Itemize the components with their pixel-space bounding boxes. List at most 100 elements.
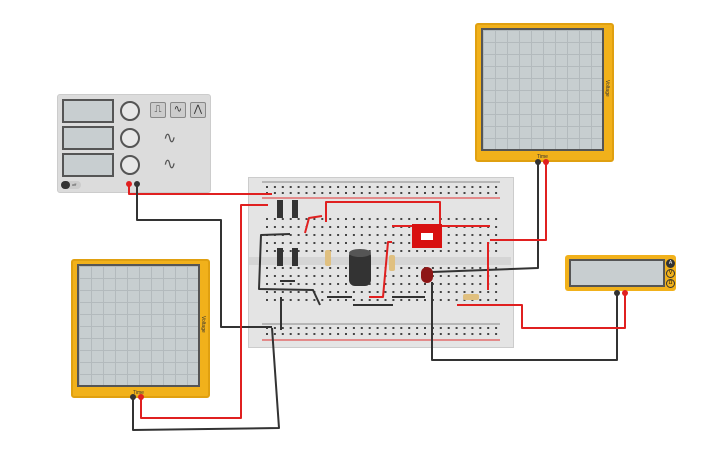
breadboard-hole	[313, 186, 316, 188]
breadboard-hole	[266, 242, 268, 244]
breadboard-hole	[439, 192, 442, 194]
ammeter-mode-button[interactable]: A	[666, 259, 675, 268]
breadboard-hole	[305, 333, 308, 335]
wire-red	[304, 215, 323, 234]
breadboard-hole	[439, 333, 442, 335]
offset-knob[interactable]	[120, 155, 140, 175]
breadboard-hole	[463, 192, 466, 194]
breadboard-hole	[392, 234, 395, 236]
breadboard-hole	[345, 218, 347, 220]
breadboard-hole	[289, 250, 292, 252]
breadboard-hole	[345, 242, 347, 244]
breadboard-hole	[408, 333, 411, 335]
ohmmeter-mode-button[interactable]: Ω	[666, 279, 675, 288]
breadboard-hole	[289, 226, 292, 228]
breadboard-hole	[313, 299, 316, 301]
breadboard-hole	[447, 299, 450, 301]
breadboard-hole	[289, 218, 292, 220]
breadboard-hole	[329, 234, 332, 236]
multimeter[interactable]: A V Ω	[565, 255, 676, 291]
multimeter-display	[569, 259, 665, 287]
breadboard-hole	[305, 283, 308, 285]
voltmeter-mode-button[interactable]: V	[666, 269, 675, 278]
breadboard-hole	[384, 218, 387, 220]
breadboard-hole	[352, 242, 355, 244]
amplitude-knob[interactable]	[120, 128, 140, 148]
breadboard-hole	[368, 234, 371, 236]
offset-display	[62, 153, 114, 177]
breadboard-hole	[392, 192, 395, 194]
breadboard-hole	[289, 192, 292, 194]
breadboard-hole	[273, 275, 276, 277]
breadboard-hole	[360, 291, 363, 293]
sine-wave-icon[interactable]: ∿	[170, 102, 186, 118]
breadboard-hole	[376, 291, 379, 293]
breadboard-hole	[321, 299, 324, 301]
breadboard-hole	[479, 327, 482, 329]
breadboard-hole	[297, 333, 300, 335]
breadboard-hole	[289, 327, 292, 329]
breadboard-hole	[439, 283, 442, 285]
breadboard-hole	[495, 291, 498, 293]
breadboard-hole	[408, 275, 411, 277]
breadboard-hole	[471, 250, 474, 252]
breadboard-hole	[345, 299, 347, 301]
breadboard-hole	[321, 283, 324, 285]
breadboard-hole	[439, 250, 442, 252]
breadboard-hole	[400, 218, 403, 220]
breadboard-hole	[471, 192, 474, 194]
breadboard-hole	[424, 333, 426, 335]
breadboard-hole	[447, 267, 450, 269]
breadboard-hole	[289, 333, 292, 335]
mm-terminal-black	[614, 290, 620, 296]
frequency-knob[interactable]	[120, 101, 140, 121]
breadboard-hole	[408, 267, 411, 269]
wire-black	[431, 163, 539, 273]
power-switch[interactable]: off	[61, 181, 81, 189]
breadboard-hole	[281, 299, 284, 301]
breadboard-hole	[360, 192, 363, 194]
breadboard-hole	[408, 218, 411, 220]
diode	[292, 200, 298, 218]
breadboard-hole	[479, 333, 482, 335]
function-generator[interactable]: ⎍ ∿ ⋀ ∿ ∿ off	[57, 94, 211, 193]
y-axis-label: Voltage	[604, 80, 610, 97]
breadboard-hole	[384, 192, 387, 194]
square-wave-icon[interactable]: ⎍	[150, 102, 166, 118]
breadboard-hole	[368, 186, 371, 188]
breadboard-hole	[376, 218, 379, 220]
breadboard-hole	[447, 327, 450, 329]
breadboard-hole	[455, 283, 458, 285]
breadboard-hole	[313, 226, 316, 228]
breadboard-hole	[479, 192, 482, 194]
breadboard-hole	[329, 275, 332, 277]
breadboard-channel	[249, 257, 511, 265]
breadboard-hole	[455, 192, 458, 194]
breadboard-hole	[273, 250, 276, 252]
breadboard-hole	[289, 234, 292, 236]
breadboard-hole	[313, 242, 316, 244]
breadboard-hole	[384, 327, 387, 329]
breadboard-hole	[313, 275, 316, 277]
diode	[277, 200, 283, 218]
breadboard-hole	[337, 283, 340, 285]
breadboard-hole	[479, 242, 482, 244]
breadboard-hole	[392, 327, 395, 329]
breadboard-hole	[392, 218, 395, 220]
resistor	[389, 255, 395, 271]
breadboard-hole	[368, 242, 371, 244]
oscilloscope-right[interactable]: Voltage Time	[475, 23, 614, 162]
triangle-wave-icon[interactable]: ⋀	[190, 102, 206, 118]
breadboard-hole	[424, 186, 426, 188]
breadboard-hole	[305, 192, 308, 194]
wire-red	[325, 201, 441, 226]
oscilloscope-left[interactable]: Voltage Time	[71, 259, 210, 398]
breadboard-hole	[345, 291, 347, 293]
breadboard-hole	[424, 327, 426, 329]
breadboard-hole	[345, 250, 347, 252]
breadboard-hole	[273, 291, 276, 293]
breadboard-hole	[439, 267, 442, 269]
breadboard-hole	[337, 186, 340, 188]
wire-black	[136, 185, 272, 328]
breadboard-hole	[424, 192, 426, 194]
